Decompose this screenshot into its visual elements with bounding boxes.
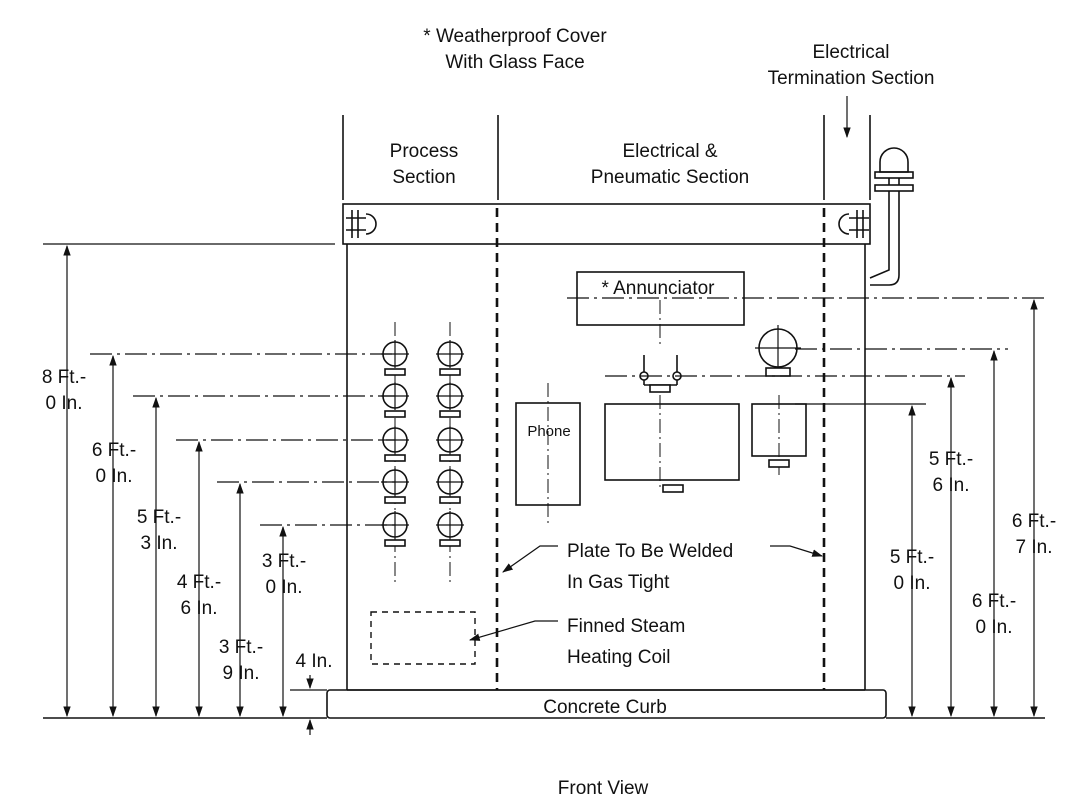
hinge-left [346,210,377,238]
front-view-label: Front View [558,778,649,799]
dim-8ft-0in-line2: 0 In. [46,393,83,414]
electrical-section-line2: Pneumatic Section [591,167,749,188]
plate-label-line1: Plate To Be Welded [567,541,733,562]
gauge-fitting [439,410,461,418]
dim-4ft-6in-line1: 4 Ft.- [177,572,221,593]
dim-3ft-0in-line2: 0 In. [266,577,303,598]
cover-label-line1: * Weatherproof Cover [423,26,607,47]
hinge-right [838,210,869,238]
gauge-fitting [439,539,461,547]
dim-5ft-3in-line1: 5 Ft.- [137,507,181,528]
dim-6ft-0in-right-line1: 6 Ft.- [972,591,1016,612]
termination-label-line2: Termination Section [768,68,935,89]
electrical-section-line1: Electrical & [622,141,717,162]
dim-5ft-6in-line2: 6 In. [933,475,970,496]
dim-6ft-7in-line2: 7 In. [1016,537,1053,558]
dim-6ft-0in-right-line2: 0 In. [976,617,1013,638]
dim-6ft-0in-line2: 0 In. [96,466,133,487]
dim-3ft-9in-line2: 9 In. [223,663,260,684]
dim-3ft-9in-line1: 3 Ft.- [219,637,263,658]
weatherproof-cover [342,203,871,245]
transmitter-fitting [662,484,684,493]
coil-label-line1: Finned Steam [567,616,685,637]
gauge-fitting [384,410,406,418]
dim-5ft-0in-line2: 0 In. [894,573,931,594]
phone-label: Phone [527,423,570,440]
recorder-gauge-icon [755,325,801,377]
gauge-fitting [384,454,406,462]
process-gauge-columns [381,322,464,585]
recorder-fitting [768,459,790,468]
dim-5ft-3in-line2: 3 In. [141,533,178,554]
gauge-fitting [384,368,406,376]
plate-leader-left [502,545,558,573]
heating-coil [370,611,476,665]
plate-leader-right [770,545,824,557]
gauge-fitting [384,496,406,504]
dim-5ft-0in-line1: 5 Ft.- [890,547,934,568]
transmitter-valves [639,355,682,393]
concrete-curb-label: Concrete Curb [543,697,667,718]
gauge-fitting [384,539,406,547]
annunciator-label: * Annunciator [601,278,715,299]
gauge-fitting [439,454,461,462]
dimension-lines [43,243,1048,735]
gauge-fitting [439,368,461,376]
process-section-line2: Section [392,167,455,188]
transmitter-box [604,403,740,481]
plate-label-line2: In Gas Tight [567,572,670,593]
cover-label-line2: With Glass Face [445,52,584,73]
dim-4ft-6in-line2: 6 In. [181,598,218,619]
coil-label-line2: Heating Coil [567,647,671,668]
process-section-line1: Process [390,141,459,162]
dim-3ft-0in-line1: 3 Ft.- [262,551,306,572]
termination-label-line1: Electrical [812,42,889,63]
gauge-fitting [439,496,461,504]
dim-6ft-7in-line1: 6 Ft.- [1012,511,1056,532]
dim-8ft-0in-line1: 8 Ft.- [42,367,86,388]
light-fixture-icon [869,147,914,286]
concrete-curb [326,689,887,719]
dim-4in-label: 4 In. [296,651,333,672]
coil-leader [468,620,558,641]
dim-6ft-0in-line1: 6 Ft.- [92,440,136,461]
dim-5ft-6in-line1: 5 Ft.- [929,449,973,470]
